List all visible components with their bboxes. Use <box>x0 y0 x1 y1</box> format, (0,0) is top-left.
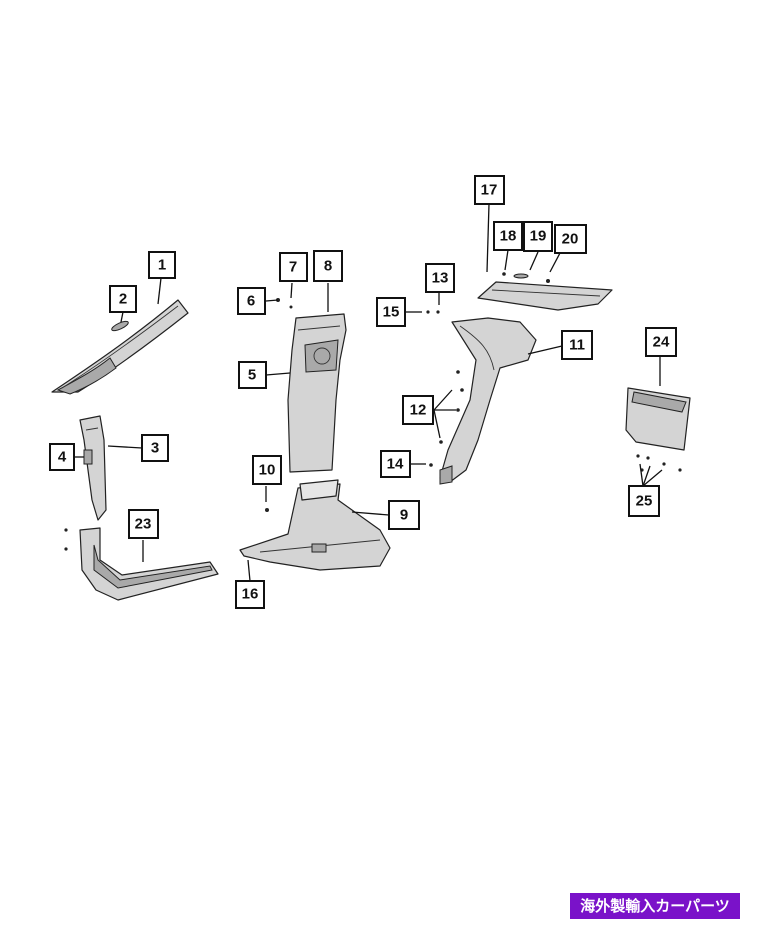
part-24-rear-panel <box>625 387 691 451</box>
callout-24: 24 <box>645 327 677 357</box>
callout-3: 3 <box>141 434 169 462</box>
callout-4: 4 <box>49 443 75 471</box>
part-5-b-pillar-upper <box>287 313 347 473</box>
callout-18-label: 18 <box>500 228 517 245</box>
callout-8-label: 8 <box>324 258 332 275</box>
part-3-kick-panel <box>79 415 107 521</box>
callout-11: 11 <box>561 330 593 360</box>
part-23-sill-plate <box>64 527 219 601</box>
callout-13: 13 <box>425 263 455 293</box>
callout-6-label: 6 <box>247 293 255 310</box>
part-2-clip <box>111 320 129 332</box>
callout-12-label: 12 <box>410 402 427 419</box>
callout-7: 7 <box>279 252 308 282</box>
callout-20-label: 20 <box>562 231 579 248</box>
callout-23: 23 <box>128 509 159 539</box>
part-9-b-pillar-lower <box>239 479 391 571</box>
callout-18: 18 <box>493 221 523 251</box>
callout-15-label: 15 <box>383 304 400 321</box>
callout-13-label: 13 <box>432 270 449 287</box>
callout-2-label: 2 <box>119 291 127 308</box>
callout-14: 14 <box>380 450 411 478</box>
callout-9: 9 <box>388 500 420 530</box>
callout-16-label: 16 <box>242 586 259 603</box>
callout-4-label: 4 <box>58 449 67 466</box>
callout-14-label: 14 <box>387 456 404 473</box>
callout-12: 12 <box>402 395 434 425</box>
callout-15: 15 <box>376 297 406 327</box>
callout-1-label: 1 <box>158 257 166 274</box>
part-1-a-pillar-trim <box>51 299 189 395</box>
part-17-upper-trim <box>477 281 613 311</box>
callout-1: 1 <box>148 251 176 279</box>
watermark-label: 海外製輸入カーパーツ <box>570 893 740 919</box>
callout-8: 8 <box>313 250 343 282</box>
callout-16: 16 <box>235 580 265 609</box>
callout-17-label: 17 <box>481 182 498 199</box>
callout-7-label: 7 <box>289 259 297 276</box>
callout-25-label: 25 <box>636 493 653 510</box>
callout-10: 10 <box>252 455 282 485</box>
callout-5: 5 <box>238 361 267 389</box>
leader-lines <box>72 203 663 582</box>
callout-5-label: 5 <box>248 367 256 384</box>
callout-20: 20 <box>554 224 587 254</box>
callout-23-label: 23 <box>135 516 152 533</box>
callout-6: 6 <box>237 287 266 315</box>
callout-10-label: 10 <box>259 462 276 479</box>
callout-11-label: 11 <box>569 337 585 354</box>
part-11-c-pillar-trim <box>439 317 537 485</box>
callout-19-label: 19 <box>530 228 547 245</box>
callout-19: 19 <box>523 221 553 252</box>
callout-9-label: 9 <box>400 507 408 524</box>
callout-24-label: 24 <box>653 334 670 351</box>
callout-17: 17 <box>474 175 505 205</box>
callout-25: 25 <box>628 485 660 517</box>
callout-3-label: 3 <box>151 440 159 457</box>
callout-2: 2 <box>109 285 137 313</box>
